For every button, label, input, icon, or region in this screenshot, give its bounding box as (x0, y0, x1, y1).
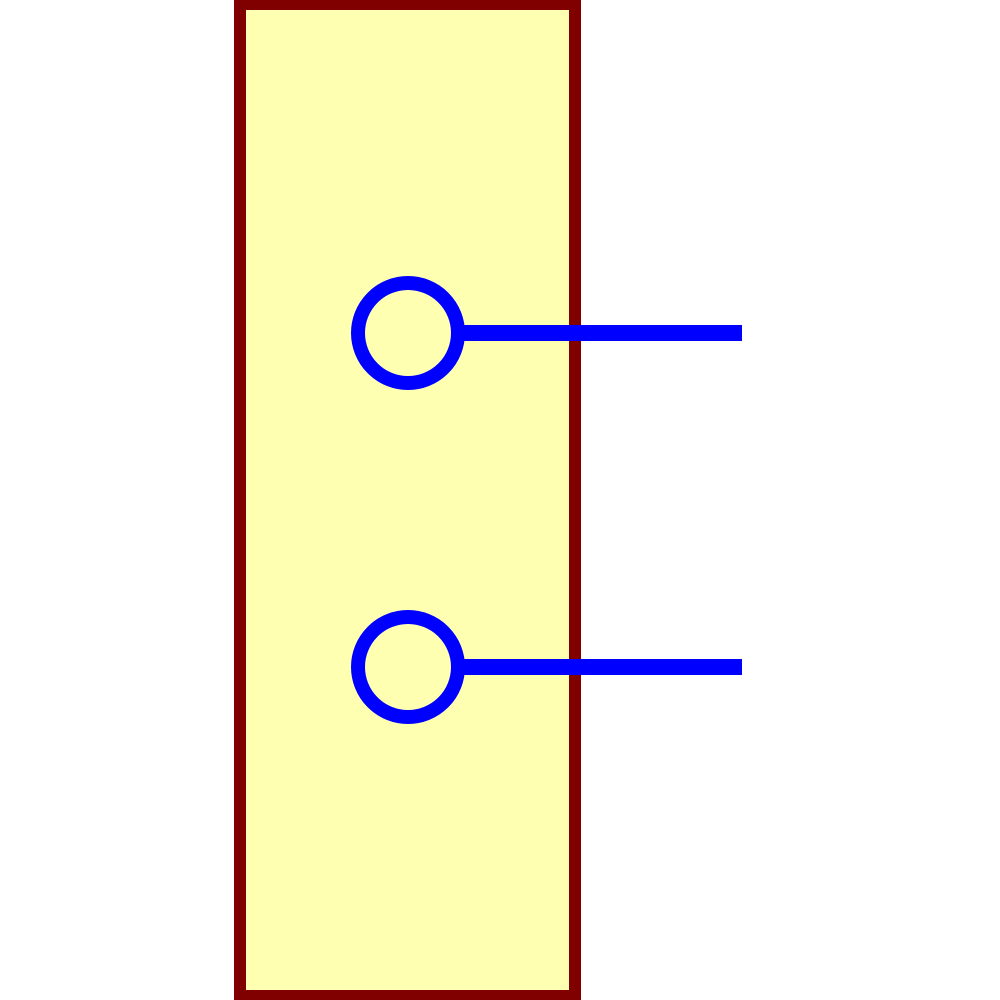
pin-1 (351, 276, 742, 390)
pin-2 (351, 610, 742, 724)
connector-body (234, 0, 581, 1000)
pin-1-contact-circle (351, 276, 465, 390)
pin-2-contact-circle (351, 610, 465, 724)
